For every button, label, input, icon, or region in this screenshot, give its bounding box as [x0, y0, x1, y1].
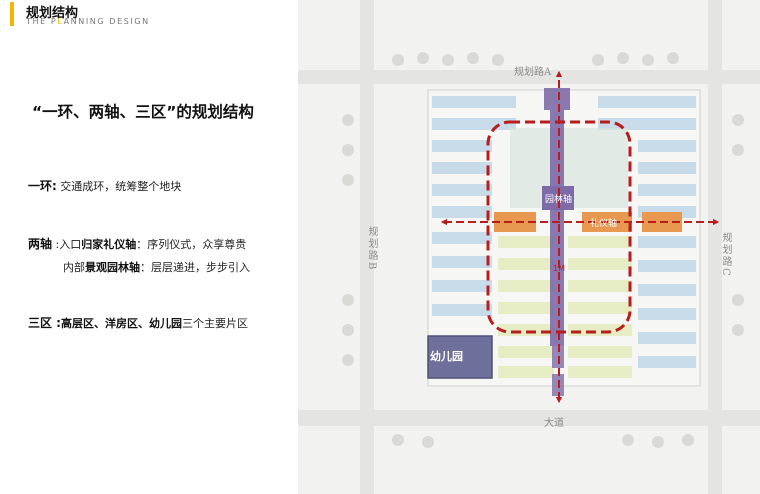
subtitle-part-1: THE P: [26, 17, 58, 26]
garden-axis-band: [550, 110, 564, 346]
road-west: [360, 0, 374, 494]
road-east: [708, 0, 722, 494]
zones-line: 三区 :高层区、洋房区、幼儿园三个主要片区: [28, 314, 248, 331]
zones-names: 高层区、洋房区、幼儿园: [60, 317, 182, 330]
kindergarten-block: [427, 335, 493, 379]
road-a-label: 规划路A: [514, 67, 552, 78]
zones-text: 三个主要片区: [181, 317, 248, 330]
zones-key: 三区 :: [28, 316, 61, 330]
road-north: [298, 70, 760, 84]
tree-rows: [342, 52, 744, 448]
axes-line-1: 两轴 :入口归家礼仪轴：序列仪式，众享尊贵: [28, 235, 246, 252]
axes-line-2: 内部景观园林轴：层层递进，步步引入: [63, 259, 250, 275]
page-title: 规划结构: [26, 6, 79, 21]
axes-garden-name: 景观园林轴: [85, 261, 140, 274]
ring-key: 一环:: [28, 179, 57, 193]
subtitle-part-2: ANNING DESIGN: [63, 17, 150, 26]
kindergarten-label: 幼儿园: [430, 350, 463, 363]
ceremony-axis-label: 礼仪轴: [590, 219, 618, 229]
road-south: [298, 410, 760, 426]
axes-line-2-prefix: 内部: [63, 261, 85, 274]
road-c-label: 规划路C: [720, 232, 731, 278]
site-plan: 园林轴 礼仪轴 1M 幼儿园 规划路A 规划路B 规划路C 大道: [298, 0, 760, 494]
villa-zone: [498, 236, 632, 378]
center-mark: 1M: [553, 264, 565, 273]
garden-axis-label: 园林轴: [545, 195, 573, 205]
axes-line-1-desc: ：序列仪式，众享尊贵: [136, 238, 247, 251]
subtitle-accent-letter: L: [57, 17, 64, 26]
ring-text: 交通成环，统筹整个地块: [56, 180, 182, 193]
garden-axis-node: [544, 88, 570, 110]
axes-line-2-desc: ：层层递进，步步引入: [140, 261, 250, 274]
axes-ceremony-name: 归家礼仪轴: [81, 238, 137, 251]
accent-bar: [10, 2, 14, 26]
road-main-label: 大道: [544, 418, 564, 429]
ring-line: 一环: 交通成环，统筹整个地块: [28, 177, 181, 194]
road-b-label: 规划路B: [366, 226, 377, 272]
axes-key: 两轴: [28, 237, 53, 251]
site-plan-drawing: [298, 0, 760, 494]
page-subtitle: THE PLANNING DESIGN: [26, 17, 150, 26]
structure-heading: “一环、两轴、三区”的规划结构: [32, 103, 254, 121]
axes-line-1-prefix: :入口: [52, 238, 82, 251]
